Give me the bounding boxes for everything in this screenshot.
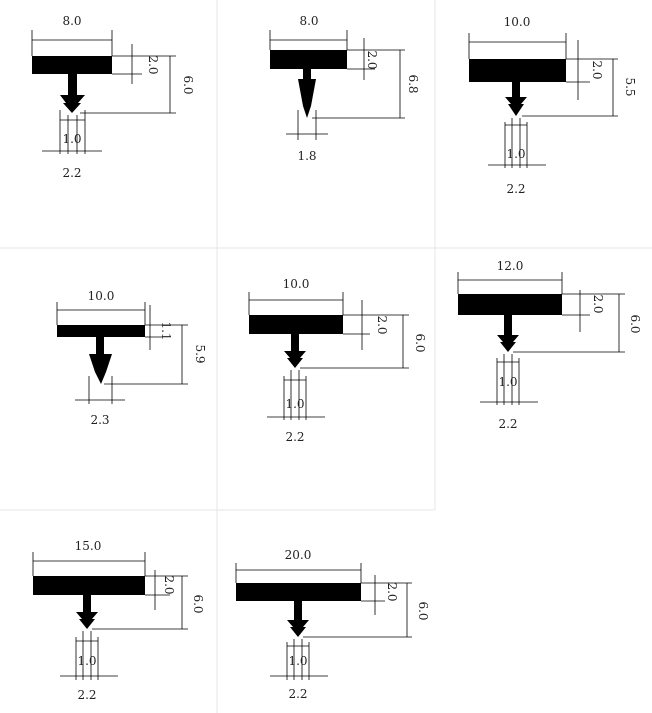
tip-label: 2.2	[77, 688, 96, 702]
profile-4: 10.0 1.1 5.9 2.3	[56, 289, 207, 427]
flange-label: 2.0	[375, 315, 389, 334]
tip-label: 2.2	[288, 687, 307, 701]
profile-shape	[270, 50, 347, 118]
tip-label: 2.2	[498, 417, 517, 431]
tip-label: 1.8	[297, 149, 316, 163]
flange-label: 2.0	[591, 294, 605, 313]
dimension-lines	[235, 563, 412, 680]
dimension-lines	[269, 30, 405, 140]
width-label: 8.0	[62, 14, 81, 28]
width-label: 10.0	[283, 277, 310, 291]
profile-8: 20.0 2.0 6.0 1.0 2.2	[235, 548, 430, 701]
height-label: 6.0	[413, 333, 427, 352]
height-label: 6.0	[416, 601, 430, 620]
dimension-lines	[56, 302, 188, 404]
stem-label: 1.0	[285, 397, 304, 411]
flange-label: 1.1	[159, 321, 173, 340]
profile-shape	[57, 325, 145, 384]
profile-shape	[458, 294, 562, 352]
flange-label: 2.0	[365, 50, 379, 69]
dimension-lines	[457, 272, 625, 405]
profile-shape	[249, 315, 343, 368]
height-label: 6.0	[191, 594, 205, 613]
profile-3: 10.0 2.0 5.5 1.0 2.2	[468, 15, 637, 196]
tip-label: 2.3	[90, 413, 109, 427]
dimension-lines	[31, 30, 176, 154]
profile-shape	[33, 576, 145, 629]
tip-label: 2.2	[62, 166, 81, 180]
flange-label: 2.0	[162, 575, 176, 594]
height-label: 6.0	[628, 314, 642, 333]
width-label: 20.0	[285, 548, 312, 562]
profile-shape	[236, 583, 361, 637]
profile-7: 15.0 2.0 6.0 1.0 2.2	[32, 539, 205, 702]
width-label: 10.0	[504, 15, 531, 29]
profile-shape	[469, 59, 566, 116]
profile-1: 8.0 2.0 6.0 1.0 2.2	[31, 14, 195, 180]
width-label: 15.0	[75, 539, 102, 553]
width-label: 10.0	[88, 289, 115, 303]
flange-label: 2.0	[146, 55, 160, 74]
profile-5: 10.0 2.0 6.0 1.0 2.2	[248, 277, 427, 444]
width-label: 8.0	[299, 14, 318, 28]
profile-2: 8.0 2.0 6.8 1.8	[269, 14, 420, 163]
height-label: 5.5	[623, 77, 637, 96]
stem-label: 1.0	[77, 654, 96, 668]
profile-shape	[32, 56, 112, 113]
tip-label: 2.2	[285, 430, 304, 444]
dimension-lines	[468, 33, 618, 168]
height-label: 5.9	[193, 344, 207, 363]
profile-6: 12.0 2.0 6.0 1.0 2.2	[457, 259, 642, 431]
tip-label: 2.2	[506, 182, 525, 196]
stem-label: 1.0	[498, 375, 517, 389]
flange-label: 2.0	[385, 582, 399, 601]
stem-label: 1.0	[506, 147, 525, 161]
stem-label: 1.0	[288, 654, 307, 668]
height-label: 6.8	[406, 74, 420, 93]
dimension-lines	[32, 552, 188, 680]
stem-label: 1.0	[62, 132, 81, 146]
height-label: 6.0	[181, 75, 195, 94]
dimension-lines	[248, 292, 409, 420]
flange-label: 2.0	[590, 60, 604, 79]
width-label: 12.0	[497, 259, 524, 273]
